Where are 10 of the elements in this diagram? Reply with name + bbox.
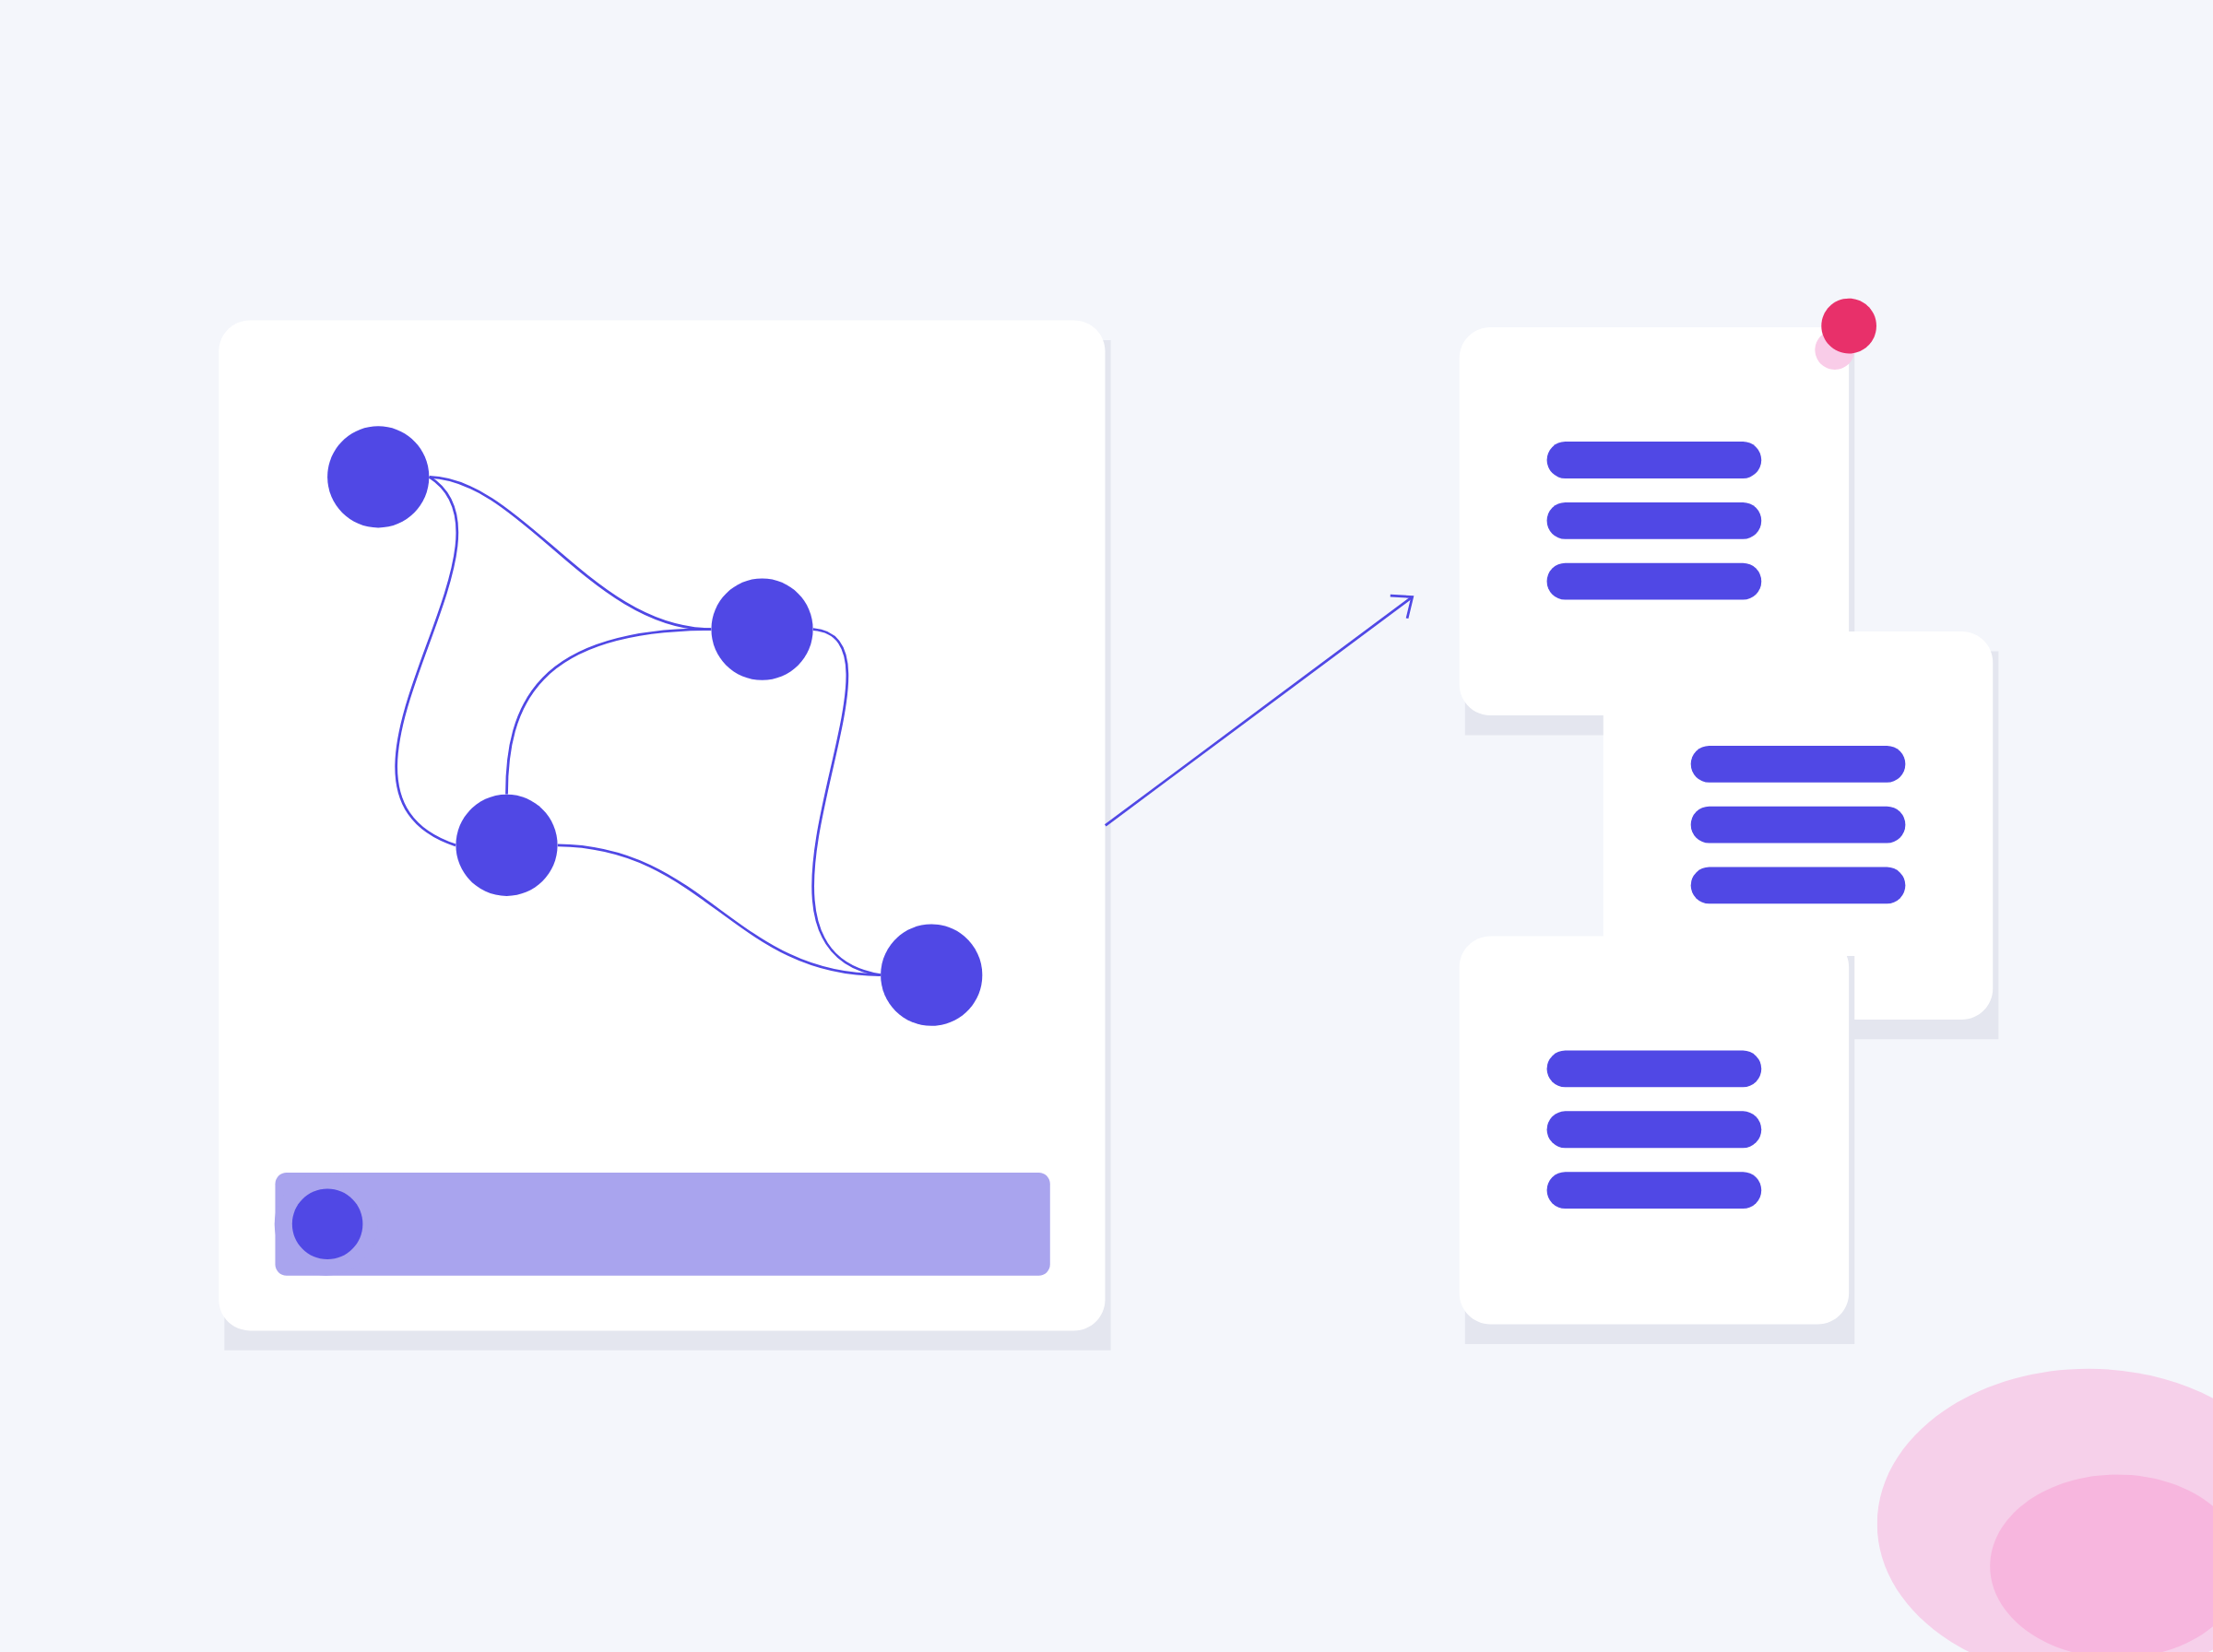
arrow <box>1104 594 1414 827</box>
slider-bar <box>274 1172 1050 1276</box>
graph-edge <box>557 844 881 976</box>
graph-edge <box>505 628 712 795</box>
graph-node-circle <box>881 924 983 1026</box>
graph-node-circle <box>711 578 813 680</box>
graph-node-circle <box>456 794 558 896</box>
graph-edge <box>395 476 458 846</box>
card <box>1459 936 1855 1344</box>
graph-node-circle <box>327 426 430 528</box>
